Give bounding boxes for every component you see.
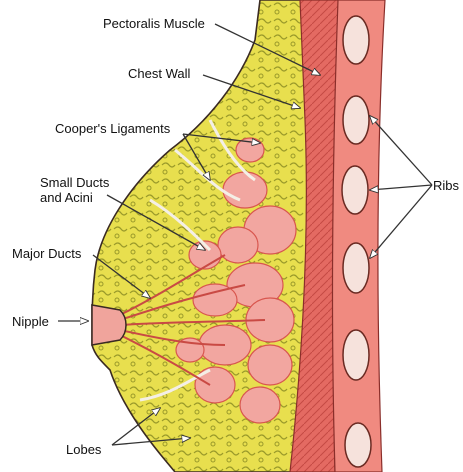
- label-major-ducts: Major Ducts: [12, 246, 82, 261]
- rib: [343, 96, 369, 144]
- rib: [343, 243, 369, 293]
- label-small-ducts-line1: Small Ducts: [40, 175, 110, 190]
- chest-wall-shape: [332, 0, 385, 472]
- label-small-ducts-line2: and Acini: [40, 190, 93, 205]
- nipple-shape: [92, 305, 126, 345]
- rib: [343, 330, 369, 380]
- rib: [342, 166, 368, 214]
- label-coopers-ligaments: Cooper's Ligaments: [55, 121, 171, 136]
- rib: [345, 423, 371, 467]
- label-pectoralis-muscle: Pectoralis Muscle: [103, 16, 205, 31]
- label-nipple: Nipple: [12, 314, 49, 329]
- label-ribs: Ribs: [433, 178, 460, 193]
- label-lobes: Lobes: [66, 442, 102, 457]
- label-chest-wall: Chest Wall: [128, 66, 190, 81]
- rib: [343, 16, 369, 64]
